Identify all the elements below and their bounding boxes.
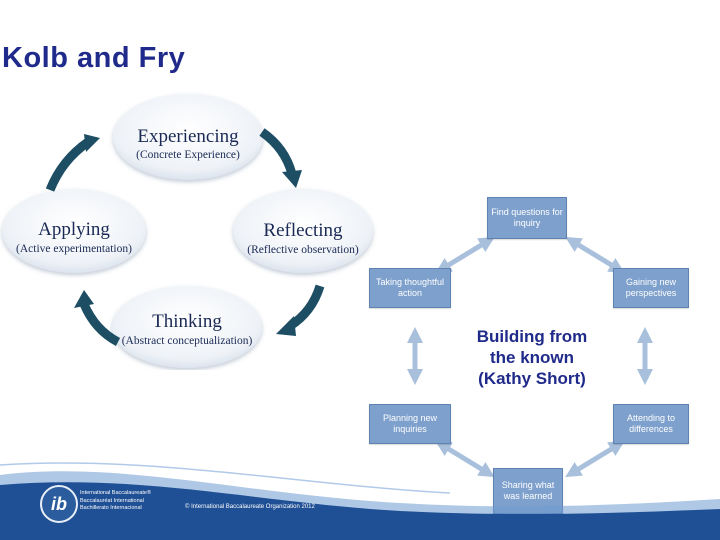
footer-wave (0, 462, 720, 540)
ib-logo: ib (40, 485, 78, 523)
box-find-questions: Find questions for inquiry (487, 197, 567, 239)
box-gaining-perspectives: Gaining new perspectives (613, 268, 689, 308)
arrow-attending-to-sharing (565, 440, 625, 478)
center-label: Building from the known (Kathy Short) (452, 326, 612, 389)
ib-name-en: International Baccalaureate® (80, 490, 152, 496)
reflecting-label: Reflecting (263, 220, 343, 241)
experiencing-label: Experiencing (137, 126, 239, 147)
experiencing-ellipse (113, 94, 263, 180)
box-attending-differences: Attending to differences (613, 404, 689, 444)
center-line-2: the known (489, 348, 575, 367)
arrowhead-3 (74, 290, 94, 308)
copyright-notice: © International Baccalaureate Organizati… (185, 504, 315, 510)
ib-name-es: Bachillerato Internacional (80, 505, 142, 511)
ib-name-fr: Baccalauréat International (80, 497, 144, 504)
box-planning-inquiries: Planning new inquiries (369, 404, 451, 444)
kolb-cycle-diagram: Experiencing (Concrete Experience) Refle… (2, 94, 373, 368)
arrow-sharing-to-planning (435, 440, 495, 478)
short-cycle-arrows (406, 236, 654, 478)
thinking-ellipse (112, 286, 262, 368)
slide-title: Kolb and Fry (2, 42, 186, 74)
experiencing-sub: (Concrete Experience) (136, 149, 240, 161)
center-line-1: Building from (476, 327, 588, 346)
box-taking-action: Taking thoughtful action (369, 268, 451, 308)
applying-label: Applying (38, 219, 110, 240)
reflecting-ellipse (233, 189, 373, 273)
ib-org-names: International Baccalaureate® Baccalauréa… (80, 490, 151, 513)
arrow-find-to-taking (435, 236, 495, 274)
arrow-reflecting-to-thinking (287, 284, 325, 330)
thinking-label: Thinking (152, 311, 222, 332)
arrow-experiencing-to-reflecting (259, 128, 297, 176)
arrowhead-4 (84, 134, 100, 152)
applying-ellipse (2, 189, 146, 273)
thinking-sub: (Abstract conceptualization) (122, 335, 253, 347)
arrowhead-2 (276, 316, 296, 336)
arrow-applying-to-experiencing (45, 138, 91, 192)
applying-sub: (Active experimentation) (16, 243, 132, 255)
arrow-find-to-gaining (565, 236, 625, 274)
center-line-3: (Kathy Short) (478, 369, 586, 388)
arrow-thinking-to-applying (79, 302, 121, 346)
arrowhead-1 (282, 170, 302, 188)
reflecting-sub: (Reflective observation) (247, 244, 359, 256)
